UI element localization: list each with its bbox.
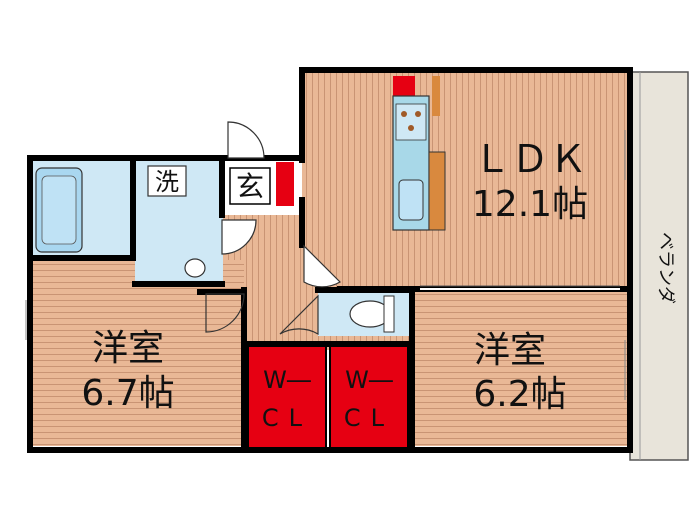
room-labels: ＬＤＫ 12.1帖 洋室 6.7帖 洋室 6.2帖 W― CL W― CL 洗 … bbox=[81, 137, 676, 432]
western-right-name: 洋室 bbox=[474, 330, 546, 371]
western-left-name: 洋室 bbox=[92, 328, 164, 369]
walls bbox=[27, 67, 633, 453]
wcl-left bbox=[247, 345, 327, 449]
wcl-right-line1: W― bbox=[345, 366, 393, 394]
ldk-floor bbox=[302, 72, 628, 290]
western-right-floor bbox=[412, 292, 628, 446]
western-left-size: 6.7帖 bbox=[81, 373, 174, 414]
washing-machine-spot bbox=[147, 165, 187, 197]
wcl-left-line1: W― bbox=[263, 366, 311, 394]
toilet-left bbox=[180, 254, 220, 284]
western-left-door bbox=[205, 293, 245, 333]
ldk-size: 12.1帖 bbox=[472, 184, 588, 225]
entrance-label: 玄 bbox=[236, 170, 264, 203]
western-right-size: 6.2帖 bbox=[473, 374, 566, 415]
entrance-storage bbox=[276, 162, 294, 206]
toilet-door bbox=[279, 294, 319, 336]
ldk-name: ＬＤＫ bbox=[473, 137, 587, 181]
kitchen-sink bbox=[398, 179, 424, 221]
kitchen bbox=[392, 76, 446, 231]
toilet-room bbox=[318, 292, 410, 336]
bathroom bbox=[30, 160, 132, 256]
entrance-door bbox=[227, 121, 265, 159]
stove bbox=[395, 103, 427, 141]
wcl-right-line2: CL bbox=[344, 404, 394, 432]
windows bbox=[25, 130, 626, 400]
wcl-right bbox=[329, 345, 409, 449]
doors bbox=[205, 121, 341, 336]
veranda-label: ベランダ bbox=[655, 232, 676, 304]
ldk-door bbox=[303, 244, 341, 288]
wash-door bbox=[221, 219, 257, 255]
wash-label: 洗 bbox=[155, 168, 179, 196]
wcl-left-line2: CL bbox=[262, 404, 312, 432]
veranda bbox=[629, 71, 689, 461]
